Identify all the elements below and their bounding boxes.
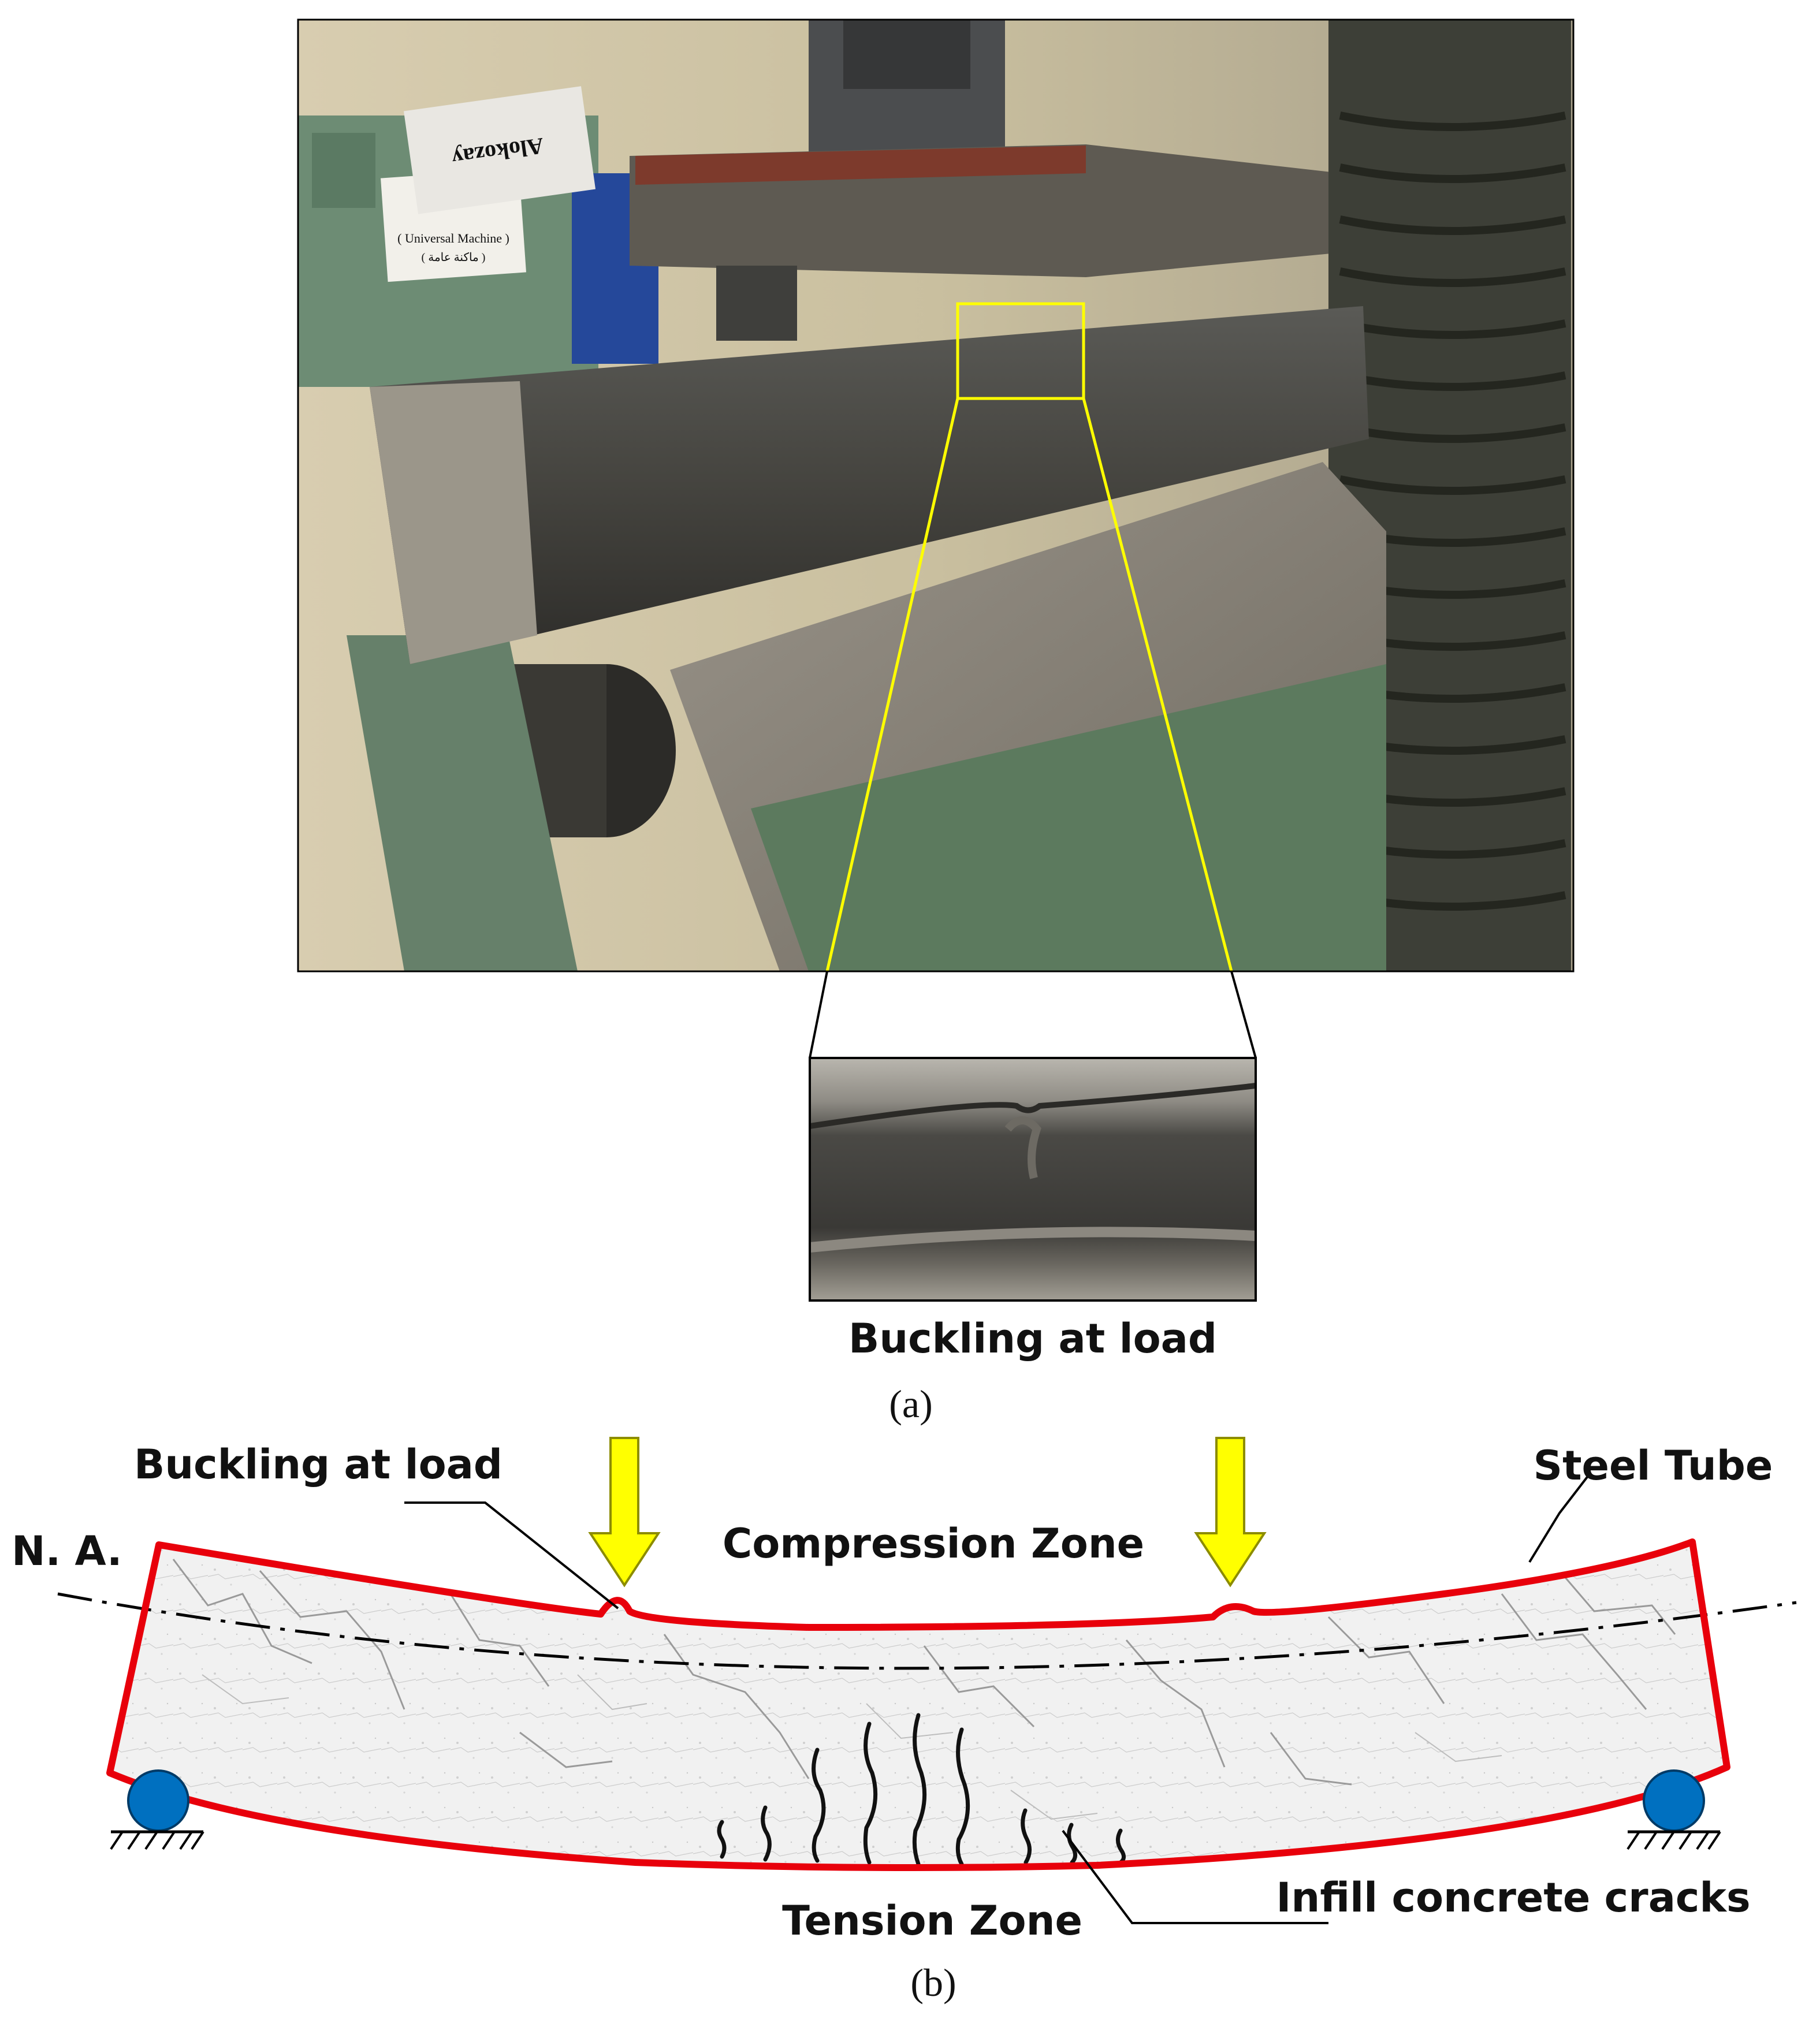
leader-steel-tube: [1528, 1474, 1590, 1563]
label-buckling-at-load: Buckling at load: [134, 1441, 503, 1488]
zoom-label: Buckling at load: [848, 1315, 1217, 1362]
specimen-beam: [370, 306, 1369, 664]
caption-b: (b): [910, 1961, 956, 2004]
zoom-inset-frame: [809, 1057, 1257, 1302]
leader-buckling: [404, 1501, 619, 1609]
tension-cracks: [717, 1713, 1126, 1866]
support-left: [110, 1769, 204, 1850]
label-infill-concrete-cracks: Infill concrete cracks: [1276, 1874, 1750, 1921]
svg-text:( ماكنة عامة ): ( ماكنة عامة ): [422, 251, 486, 264]
label-compression-zone: Compression Zone: [723, 1520, 1144, 1567]
load-arrow-right: [1194, 1437, 1267, 1588]
label-neutral-axis: N. A.: [12, 1527, 122, 1575]
zoom-source-box: [956, 302, 1085, 400]
svg-text:( Universal Machine ): ( Universal Machine ): [397, 231, 509, 245]
test-setup-photo: ( Universal Machine ) ( ماكنة عامة ) Alo…: [298, 20, 1573, 971]
zoom-leader-left: [809, 971, 828, 1059]
neutral-axis-line: [57, 1592, 1797, 1670]
zoom-inset-photo: [810, 1058, 1256, 1301]
label-steel-tube: Steel Tube: [1534, 1442, 1773, 1489]
cardboard-box: Alokozay: [403, 86, 596, 214]
support-right: [1627, 1769, 1721, 1850]
steel-tube-outline: [106, 1538, 1730, 1871]
label-tension-zone: Tension Zone: [782, 1897, 1082, 1944]
caption-a: (a): [889, 1382, 932, 1426]
spring-column: [1328, 20, 1571, 971]
load-arrow-left: [588, 1437, 661, 1588]
photo-frame: [297, 18, 1575, 972]
leader-cracks: [1062, 1829, 1328, 1924]
zoom-leader-right: [1230, 971, 1257, 1059]
